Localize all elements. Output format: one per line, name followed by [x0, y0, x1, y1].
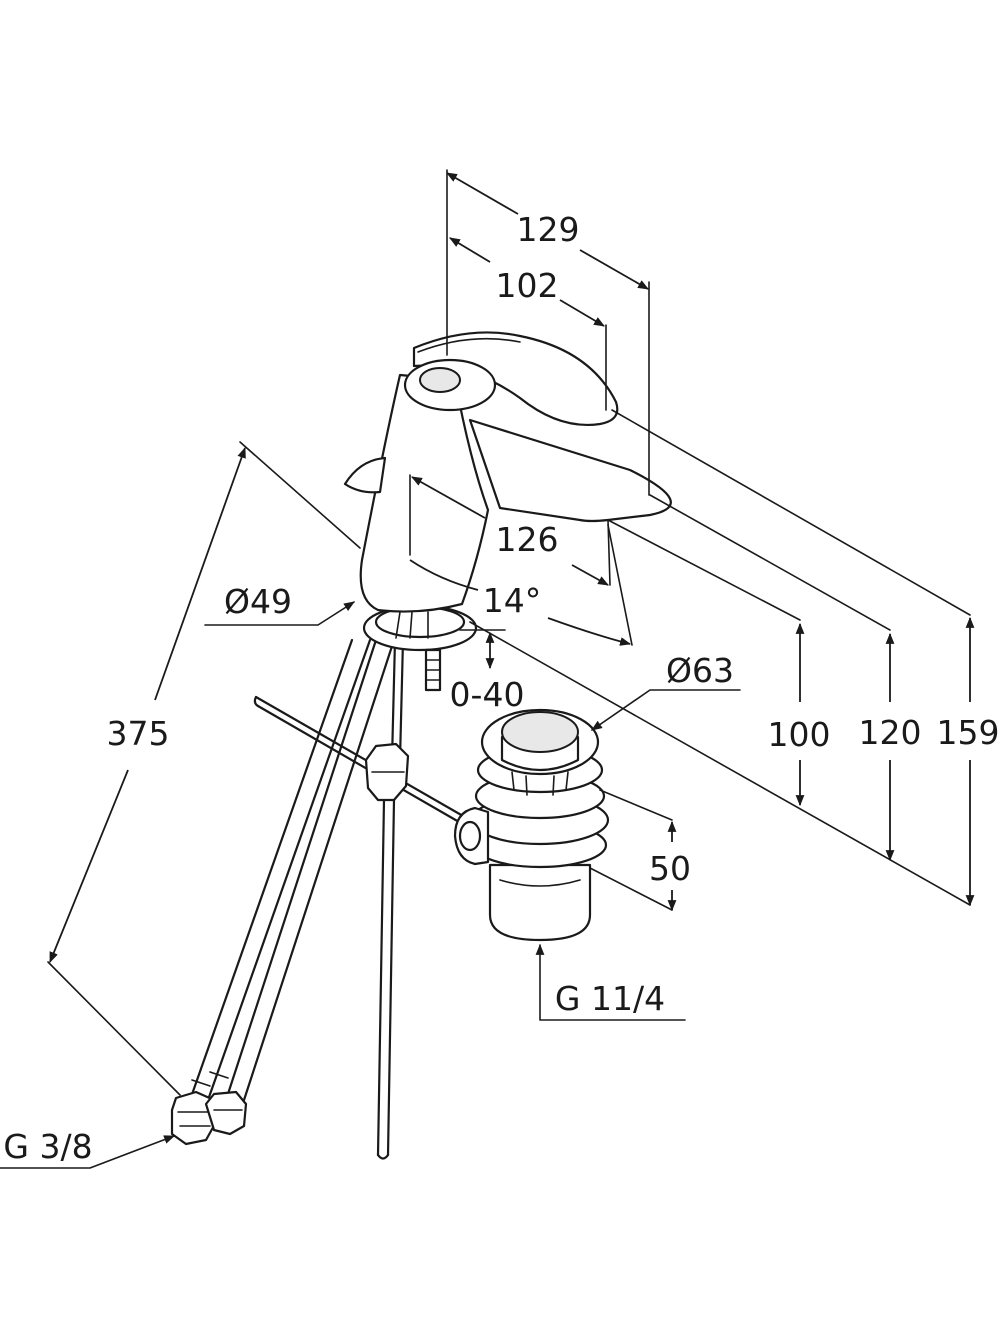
label-diameter-49: Ø49	[224, 582, 292, 621]
hose-connectors	[170, 1090, 248, 1146]
label-129: 129	[517, 210, 580, 249]
label-height-50: 50	[649, 849, 691, 888]
supply-hoses	[188, 638, 396, 1102]
waste-valve	[453, 708, 610, 942]
label-height-100: 100	[768, 715, 831, 754]
popup-rod-assembly	[253, 638, 472, 1160]
label-126: 126	[496, 520, 559, 559]
label-height-159: 159	[937, 713, 1000, 752]
dimension-lines	[0, 169, 975, 1169]
faucet-body	[343, 331, 672, 692]
label-adjust-0-40: 0-40	[450, 675, 525, 714]
label-length-375: 375	[107, 714, 170, 753]
dimension-labels: 129 102 126 14° Ø49 Ø63 0-40 100 120 159…	[3, 210, 999, 1166]
label-height-120: 120	[859, 713, 922, 752]
label-102: 102	[496, 266, 559, 305]
label-thread-g38: G 3/8	[3, 1127, 92, 1166]
label-thread-g114: G 11/4	[555, 979, 665, 1018]
label-diameter-63: Ø63	[666, 651, 734, 690]
label-angle-14: 14°	[483, 581, 542, 620]
